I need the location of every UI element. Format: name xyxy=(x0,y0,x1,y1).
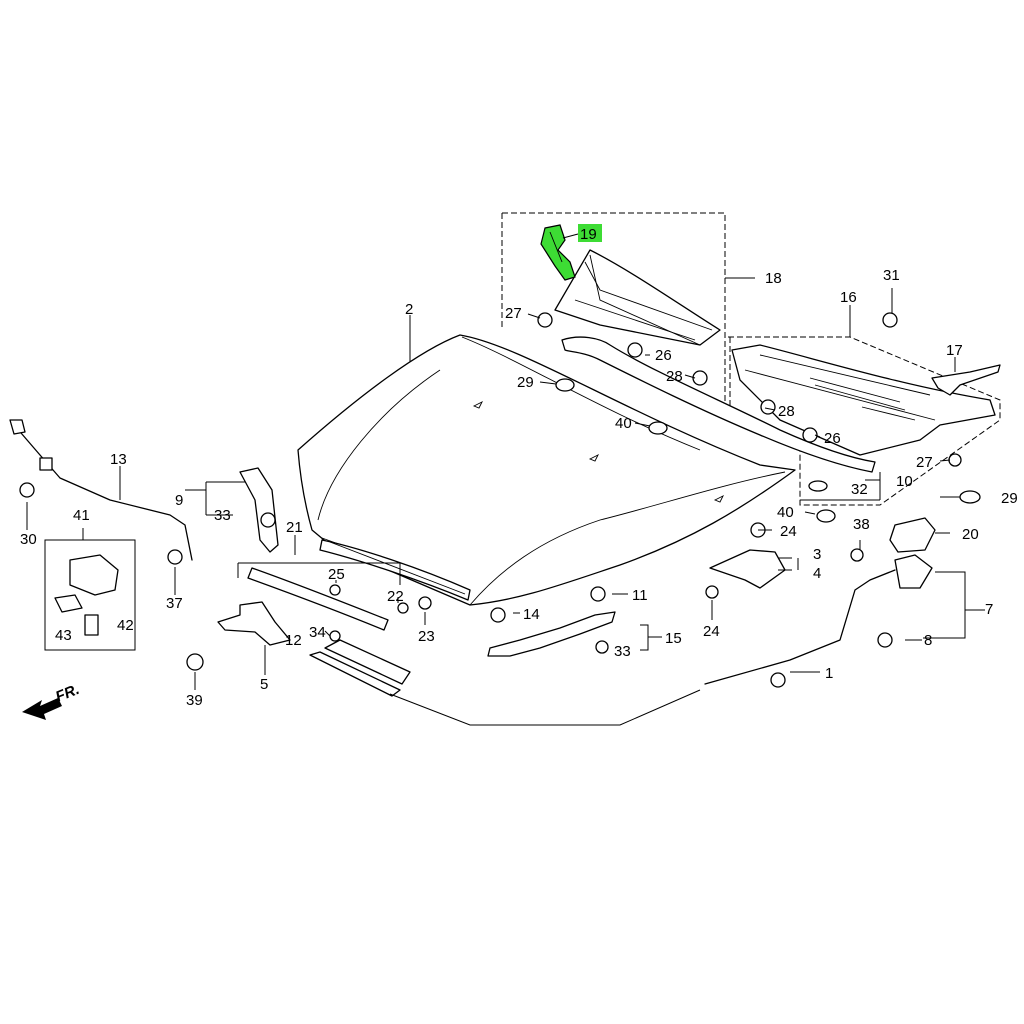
callout-28-b[interactable]: 28 xyxy=(778,403,795,420)
callout-1[interactable]: 1 xyxy=(825,665,833,682)
callout-17[interactable]: 17 xyxy=(946,342,963,359)
hood-panel[interactable] xyxy=(297,334,796,606)
callout-2[interactable]: 2 xyxy=(405,301,413,318)
callout-43[interactable]: 43 xyxy=(55,627,72,644)
callout-20[interactable]: 20 xyxy=(962,526,979,543)
latch-detail-box-41 xyxy=(44,539,136,651)
callout-9[interactable]: 9 xyxy=(175,492,183,509)
cowl-seal-10[interactable] xyxy=(561,336,876,473)
fastener-clips[interactable] xyxy=(19,312,981,688)
callout-23[interactable]: 23 xyxy=(418,628,435,645)
callout-28-a[interactable]: 28 xyxy=(666,368,683,385)
callout-7[interactable]: 7 xyxy=(985,601,993,618)
callout-34[interactable]: 34 xyxy=(309,624,326,641)
callout-15[interactable]: 15 xyxy=(665,630,682,647)
cowl-part-17[interactable] xyxy=(931,364,1001,396)
hood-stay-34[interactable] xyxy=(309,639,411,697)
callout-10[interactable]: 10 xyxy=(896,473,913,490)
callout-40-a[interactable]: 40 xyxy=(615,415,632,432)
callout-24-a[interactable]: 24 xyxy=(780,523,797,540)
callout-18[interactable]: 18 xyxy=(765,270,782,287)
callout-19[interactable]: 19 xyxy=(580,226,597,243)
callout-26-b[interactable]: 26 xyxy=(824,430,841,447)
callout-31[interactable]: 31 xyxy=(883,267,900,284)
hood-latch-bracket-9[interactable] xyxy=(239,467,279,553)
callout-16[interactable]: 16 xyxy=(840,289,857,306)
callout-42[interactable]: 42 xyxy=(117,617,134,634)
leader-lines xyxy=(26,233,985,726)
callout-21[interactable]: 21 xyxy=(286,519,303,536)
bracket-3-4[interactable] xyxy=(709,549,786,589)
callout-27-b[interactable]: 27 xyxy=(916,454,933,471)
callout-33-a[interactable]: 33 xyxy=(214,507,231,524)
hood-opener-cable-7[interactable] xyxy=(704,554,933,685)
callout-39[interactable]: 39 xyxy=(186,692,203,709)
callout-14[interactable]: 14 xyxy=(523,606,540,623)
callout-13[interactable]: 13 xyxy=(110,451,127,468)
hood-seal-strip[interactable] xyxy=(247,567,389,631)
front-direction-arrow-icon xyxy=(22,698,62,720)
bracket-20[interactable] xyxy=(889,517,936,553)
hood-hinge-5[interactable] xyxy=(217,601,291,646)
callout-3[interactable]: 3 xyxy=(813,546,821,563)
callout-8[interactable]: 8 xyxy=(924,632,932,649)
bulkhead-brace-15[interactable] xyxy=(487,611,616,657)
callout-33-b[interactable]: 33 xyxy=(614,643,631,660)
front-hood-molding[interactable] xyxy=(319,539,471,601)
front-direction-label: FR. xyxy=(53,681,82,706)
callout-41[interactable]: 41 xyxy=(73,507,90,524)
callout-40-b[interactable]: 40 xyxy=(777,504,794,521)
callout-22[interactable]: 22 xyxy=(387,588,404,605)
cowl-cover-18[interactable] xyxy=(554,249,721,346)
callout-numbers: 19 18 2 16 31 17 27 26 28 29 40 28 26 27… xyxy=(20,224,1018,709)
hood-latch-41[interactable] xyxy=(54,554,119,636)
callout-38[interactable]: 38 xyxy=(853,516,870,533)
highlighted-bracket-19[interactable] xyxy=(540,224,576,281)
callout-4[interactable]: 4 xyxy=(813,565,821,582)
callout-32[interactable]: 32 xyxy=(851,481,868,498)
callout-19-highlight xyxy=(578,224,602,242)
callout-26-a[interactable]: 26 xyxy=(655,347,672,364)
cowl-top-16[interactable] xyxy=(731,344,996,456)
callout-30[interactable]: 30 xyxy=(20,531,37,548)
callout-11[interactable]: 11 xyxy=(632,587,648,604)
callout-27-a[interactable]: 27 xyxy=(505,305,522,322)
callout-24-b[interactable]: 24 xyxy=(703,623,720,640)
callout-12[interactable]: 12 xyxy=(285,632,302,649)
callout-29-a[interactable]: 29 xyxy=(517,374,534,391)
callout-29-b[interactable]: 29 xyxy=(1001,490,1018,507)
callout-5[interactable]: 5 xyxy=(260,676,268,693)
callout-25[interactable]: 25 xyxy=(328,566,345,583)
callout-37[interactable]: 37 xyxy=(166,595,183,612)
hood-release-cable-13[interactable] xyxy=(9,419,193,561)
